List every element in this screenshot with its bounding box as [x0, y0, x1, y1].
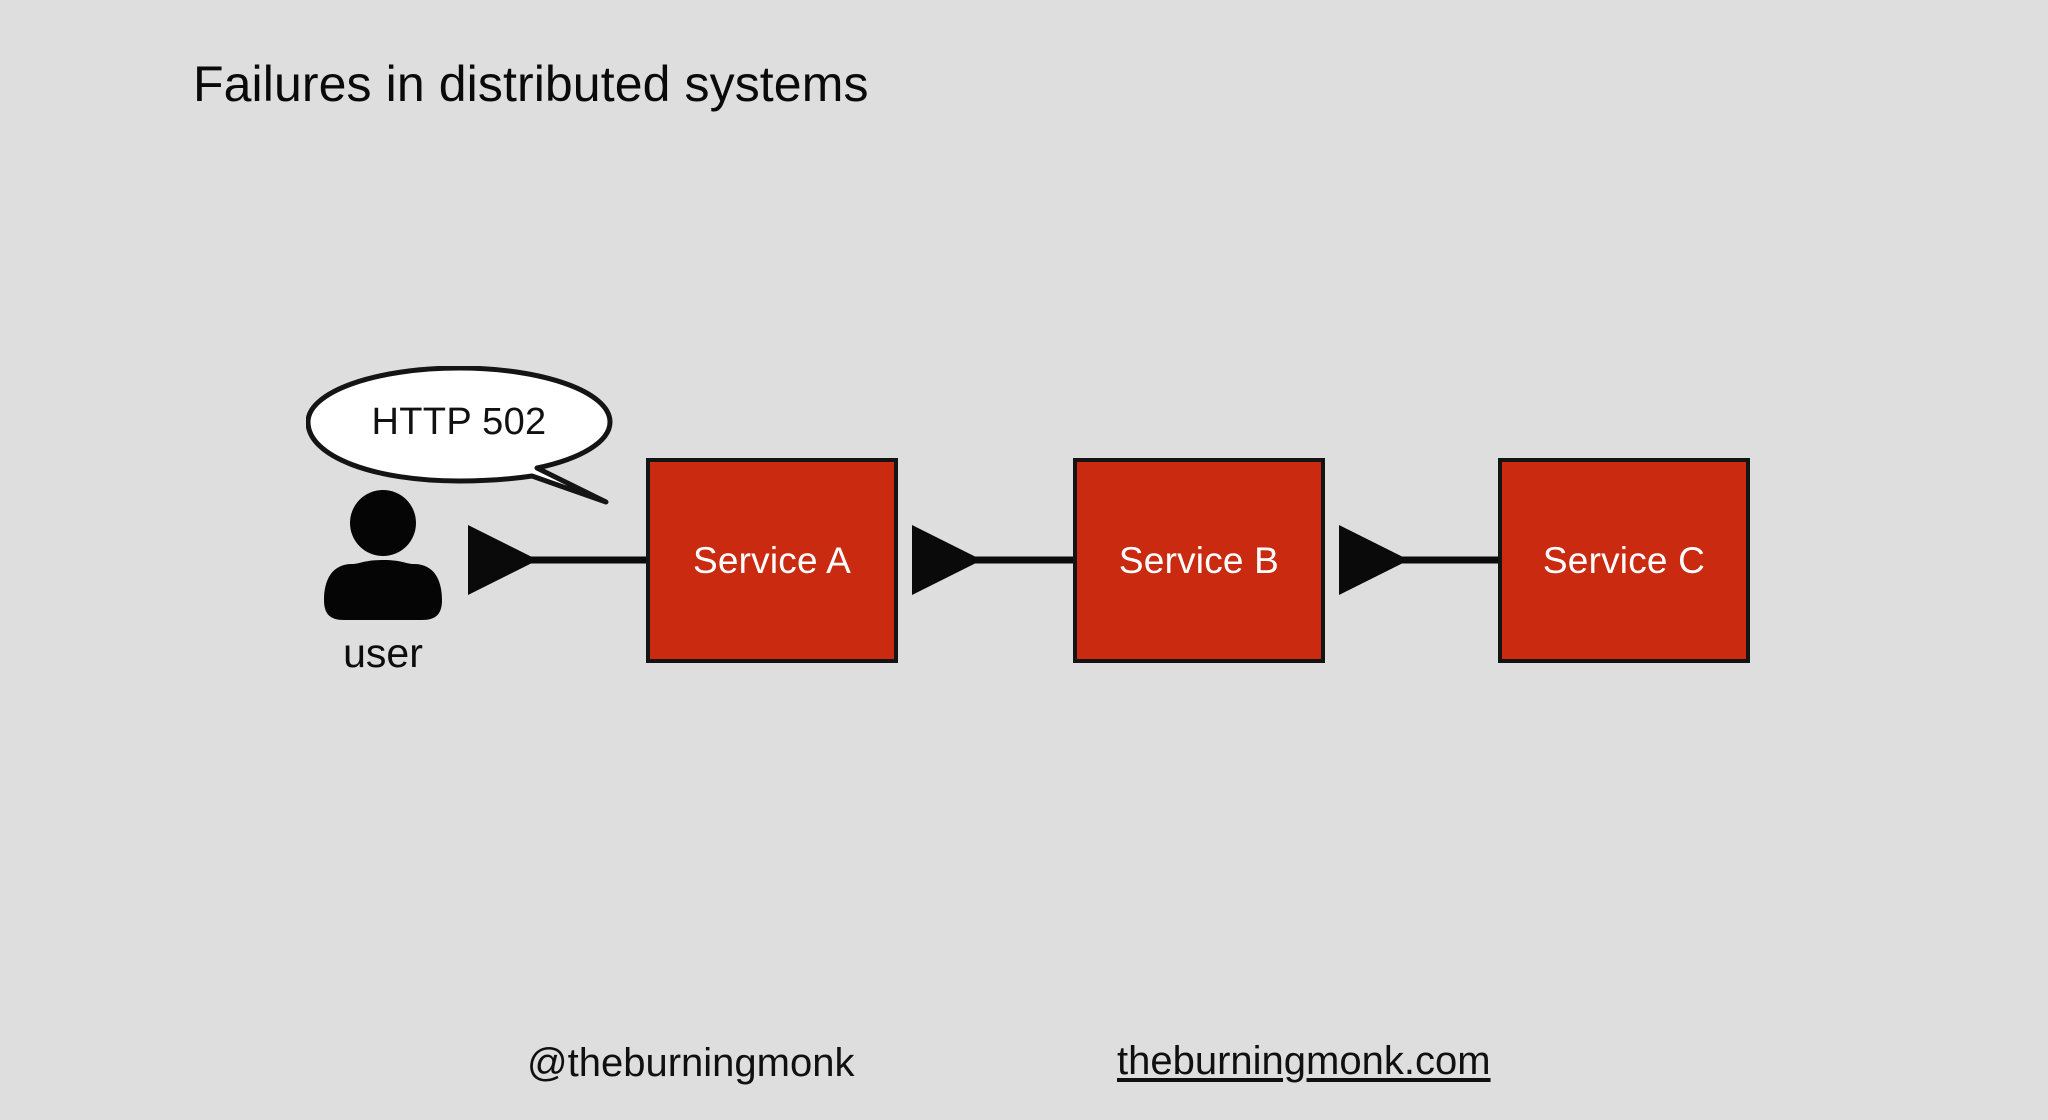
footer-website-link[interactable]: theburningmonk.com	[1117, 1039, 1491, 1083]
speech-bubble-label: HTTP 502	[371, 400, 547, 443]
service-box-a-label: Service A	[692, 539, 852, 581]
footer-social-handle: @theburningmonk	[527, 1041, 855, 1085]
service-box-c[interactable]: Service C	[1498, 458, 1750, 663]
speech-bubble: HTTP 502	[305, 365, 626, 506]
user-actor: user	[318, 490, 448, 690]
service-box-a[interactable]: Service A	[646, 458, 898, 663]
service-box-c-label: Service C	[1542, 539, 1706, 581]
page-title: Failures in distributed systems	[193, 56, 869, 112]
user-actor-label: user	[343, 630, 423, 676]
service-box-b[interactable]: Service B	[1073, 458, 1325, 663]
speech-bubble-shape	[305, 365, 613, 505]
user-icon	[324, 490, 442, 620]
service-box-b-label: Service B	[1118, 539, 1280, 581]
